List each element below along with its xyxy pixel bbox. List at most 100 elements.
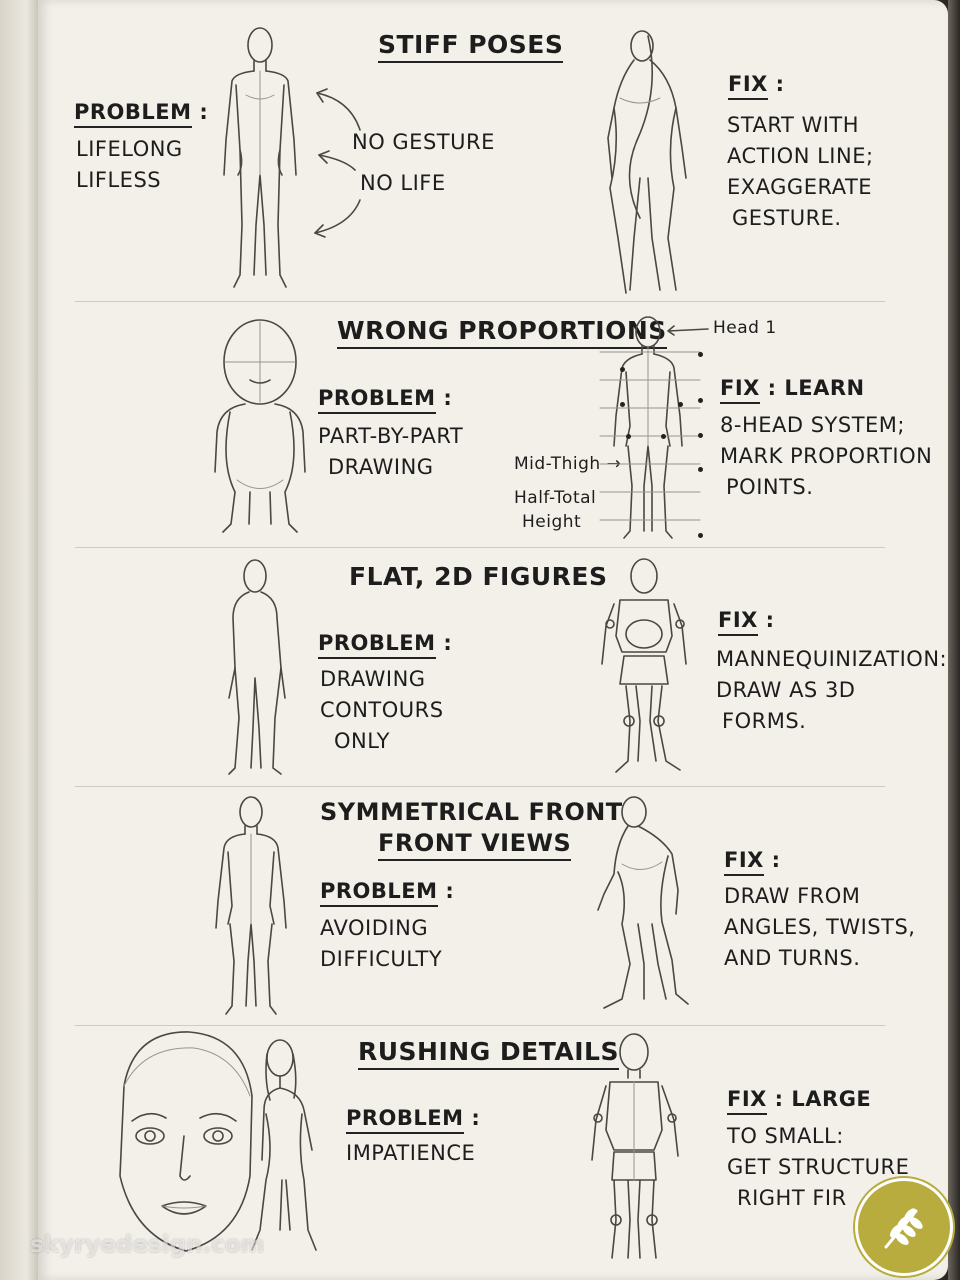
fix-text: START WITH ACTION LINE; EXAGGERATE GESTU… <box>727 110 874 234</box>
colon: : <box>435 386 453 410</box>
section-divider <box>75 1025 885 1026</box>
annotation-mid-thigh-text: Mid-Thigh <box>514 454 601 474</box>
curved-arrows-sketch <box>314 88 361 238</box>
section-title-flat-figures: FLAT, 2D FIGURES <box>349 562 608 591</box>
fix-text: DRAW FROM ANGLES, TWISTS, AND TURNS. <box>724 881 915 974</box>
note-no-life: NO LIFE <box>360 171 446 195</box>
stiff-figure-sketch <box>223 27 297 288</box>
colon: : <box>191 100 209 124</box>
problem-label: PROBLEM <box>320 879 438 907</box>
fix-line: GET STRUCTURE <box>727 1155 910 1179</box>
proportion-point <box>626 434 631 439</box>
problem-text: IMPATIENCE <box>346 1138 475 1169</box>
section-divider <box>75 301 885 302</box>
fix-line: ANGLES, TWISTS, <box>724 915 916 939</box>
problem-label: PROBLEM <box>318 386 436 414</box>
section-divider <box>75 547 885 548</box>
problem-line: CONTOURS <box>320 698 444 722</box>
fix-first-word: LEARN <box>784 376 865 400</box>
note-no-gesture: NO GESTURE <box>352 130 495 154</box>
problem-line: DIFFICULTY <box>320 947 443 971</box>
proportion-point <box>661 434 666 439</box>
annotation-head-1: Head 1 <box>713 318 777 338</box>
fix-line: RIGHT FIR <box>737 1186 847 1210</box>
section-title-symmetrical-line2: FRONT VIEWS <box>378 829 572 861</box>
fix-label: FIX <box>728 72 768 100</box>
fix-label: FIX <box>718 608 758 636</box>
colon: : <box>759 376 785 400</box>
problem-line: LIFELONG <box>76 137 183 161</box>
detailed-face-sketch <box>119 1031 253 1252</box>
fix-line: DRAW AS 3D <box>716 678 856 702</box>
problem-line: DRAWING <box>328 455 434 479</box>
angled-figure-sketch <box>597 796 689 1009</box>
proportion-point <box>698 533 703 538</box>
page-edge-shadow <box>948 0 960 1280</box>
fix-text: TO SMALL: GET STRUCTURE RIGHT FIR <box>727 1121 909 1214</box>
problem-label: PROBLEM <box>318 631 436 659</box>
fix-line: 8-HEAD SYSTEM; <box>720 413 905 437</box>
problem-line: PART-BY-PART <box>318 424 464 448</box>
colon: : <box>463 1106 481 1130</box>
fix-label: FIX <box>727 1087 767 1115</box>
detailed-small-figure-sketch <box>251 1039 317 1251</box>
mannequin-figure-sketch <box>601 558 687 773</box>
fix-line: DRAW FROM <box>724 884 861 908</box>
problem-line: IMPATIENCE <box>346 1141 476 1165</box>
section-title-wrong-proportions: WRONG PROPORTIONS <box>337 316 667 349</box>
section-divider <box>75 786 885 787</box>
fix-line: ACTION LINE; <box>727 144 874 168</box>
fix-line: MARK PROPORTION <box>720 444 933 468</box>
colon: : <box>435 631 453 655</box>
colon: : <box>767 72 785 96</box>
annotation-line: Height <box>522 512 582 532</box>
sketchbook-page <box>38 0 948 1280</box>
section-title-stiff-poses: STIFF POSES <box>378 30 564 63</box>
fix-line: POINTS. <box>726 475 814 499</box>
problem-text: LIFELONG LIFLESS <box>76 134 183 196</box>
proportion-point <box>620 367 625 372</box>
fix-label: FIX <box>720 376 760 404</box>
section-title-rushing-details: RUSHING DETAILS <box>358 1037 619 1070</box>
symmetrical-figure-sketch <box>215 796 287 1015</box>
contour-figure-sketch <box>228 559 286 775</box>
fix-line: FORMS. <box>722 709 807 733</box>
chibi-figure-sketch <box>214 319 306 533</box>
annotation-line: Half-Total <box>514 488 597 508</box>
fix-line: START WITH <box>727 113 860 137</box>
colon: : <box>766 1087 792 1111</box>
proportion-point <box>698 433 703 438</box>
action-line-figure-sketch <box>607 30 687 294</box>
fix-first-word: LARGE <box>791 1087 872 1111</box>
fix-line: MANNEQUINIZATION: <box>716 647 948 671</box>
left-page-edge <box>0 0 38 1280</box>
section-title-symmetrical-line1: SYMMETRICAL FRONT <box>320 798 623 826</box>
problem-text: PART-BY-PART DRAWING <box>318 421 463 483</box>
wheat-icon <box>884 1208 923 1249</box>
watermark: skyryedesign.com <box>30 1232 265 1258</box>
fix-line: EXAGGERATE <box>727 175 873 199</box>
problem-line: LIFLESS <box>76 168 162 192</box>
structure-figure-sketch <box>591 1033 679 1259</box>
proportion-point <box>698 352 703 357</box>
proportion-point <box>678 402 683 407</box>
colon: : <box>757 608 775 632</box>
eight-head-figure-sketch <box>599 316 701 539</box>
proportion-point <box>698 398 703 403</box>
head-annotation-arrow <box>667 325 709 336</box>
fix-line: GESTURE. <box>732 206 842 230</box>
annotation-half-total-height: Half-Total Height <box>514 486 596 534</box>
proportion-point <box>620 402 625 407</box>
fix-line: AND TURNS. <box>724 946 861 970</box>
problem-label: PROBLEM <box>346 1106 464 1134</box>
proportion-point <box>698 467 703 472</box>
colon: : <box>763 848 781 872</box>
problem-line: AVOIDING <box>320 916 429 940</box>
fix-label: FIX <box>724 848 764 876</box>
badge <box>855 1178 953 1276</box>
colon: : <box>437 879 455 903</box>
problem-text: DRAWING CONTOURS ONLY <box>320 664 444 757</box>
fix-line: TO SMALL: <box>727 1124 844 1148</box>
problem-line: DRAWING <box>320 667 426 691</box>
